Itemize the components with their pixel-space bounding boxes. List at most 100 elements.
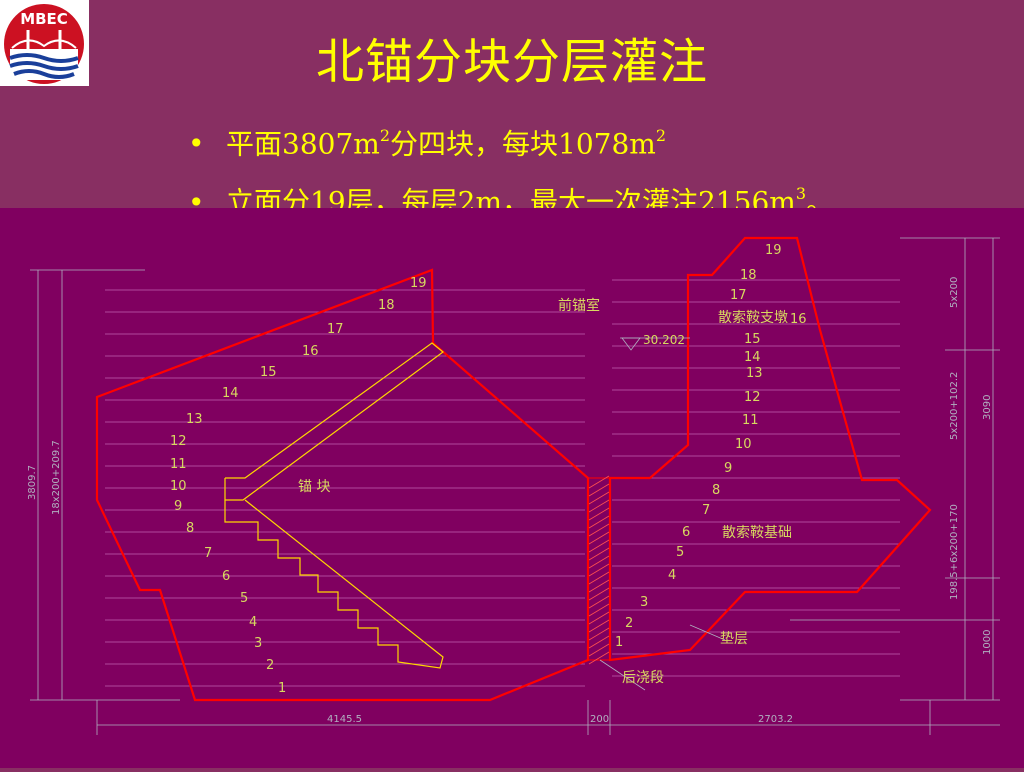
hatch-line bbox=[588, 643, 610, 657]
label-saddle-base: 散索鞍基础 bbox=[722, 524, 792, 541]
right-layer-number: 16 bbox=[790, 312, 807, 327]
hatch-line bbox=[588, 627, 610, 641]
left-layer-number: 8 bbox=[186, 521, 194, 536]
logo-emblem-icon: MBEC bbox=[4, 4, 84, 84]
right-layer-number: 6 bbox=[682, 525, 690, 540]
hatch-line bbox=[588, 571, 610, 585]
dim-right-upper: 5x200+102.2 bbox=[949, 372, 960, 440]
bullet-dot: • bbox=[188, 127, 205, 161]
left-layer-number: 11 bbox=[170, 457, 187, 472]
dimension-lines bbox=[30, 237, 1000, 735]
right-layer-number: 11 bbox=[742, 413, 759, 428]
hatch-line bbox=[588, 579, 610, 593]
right-layer-number: 18 bbox=[740, 268, 757, 283]
right-layer-number: 1 bbox=[615, 635, 623, 650]
hatch-line bbox=[588, 547, 610, 561]
logo-text: MBEC bbox=[20, 10, 68, 28]
hatch-line bbox=[588, 563, 610, 577]
right-layer-number: 9 bbox=[724, 461, 732, 476]
hatch-line bbox=[588, 611, 610, 625]
left-layer-number: 19 bbox=[410, 276, 427, 291]
hatch-line bbox=[588, 507, 610, 521]
right-layer-number: 13 bbox=[746, 366, 763, 381]
saddle-outline bbox=[608, 236, 932, 662]
hatch-line bbox=[588, 555, 610, 569]
bullet-text-mid: 分四块，每块1078m bbox=[390, 127, 656, 161]
bullet-sup: 2 bbox=[379, 126, 390, 145]
bullet-item: •平面3807m2分四块，每块1078m2 bbox=[188, 112, 834, 170]
dim-right-total: 3090 bbox=[982, 395, 993, 420]
mbec-logo: MBEC bbox=[0, 0, 89, 86]
right-layer-number: 12 bbox=[744, 390, 761, 405]
bullet-sup: 3 bbox=[795, 184, 806, 204]
right-layer-number: 14 bbox=[744, 350, 761, 365]
hatch-line bbox=[588, 491, 610, 505]
hatch-line bbox=[588, 603, 610, 617]
left-layer-number: 3 bbox=[254, 636, 262, 651]
right-layer-number: 2 bbox=[625, 616, 633, 631]
label-cushion: 垫层 bbox=[720, 631, 748, 647]
label-front-chamber: 前锚室 bbox=[558, 297, 600, 314]
right-layer-number: 19 bbox=[765, 243, 782, 258]
label-post-pour: 后浇段 bbox=[622, 670, 664, 686]
dim-left-layers: 18x200+209.7 bbox=[51, 440, 62, 515]
label-anchor-block: 锚 块 bbox=[298, 479, 330, 495]
hatch-line bbox=[588, 483, 610, 497]
left-layer-number: 2 bbox=[266, 658, 274, 673]
right-layer-number: 8 bbox=[712, 483, 720, 498]
hatch-line bbox=[588, 539, 610, 553]
label-saddle-pier: 散索鞍支墩 bbox=[718, 309, 788, 326]
slide-header: MBEC 北锚分块分层灌注 •平面3807m2分四块，每块1078m2 •立面分… bbox=[0, 0, 1024, 219]
dim-right-bottom: 1000 bbox=[982, 630, 993, 655]
hatch-line bbox=[588, 523, 610, 537]
slide-title: 北锚分块分层灌注 bbox=[315, 34, 708, 90]
left-layer-number: 14 bbox=[222, 386, 239, 401]
bullet-sup: 2 bbox=[655, 126, 666, 145]
right-layer-number: 10 bbox=[735, 437, 752, 452]
dim-bottom-left: 4145.5 bbox=[327, 714, 362, 725]
left-layer-number: 15 bbox=[260, 365, 277, 380]
label-elevation: 30.202 bbox=[643, 333, 685, 347]
hatch-line bbox=[588, 635, 610, 649]
post-pour-strip bbox=[587, 475, 611, 665]
left-layer-number: 18 bbox=[378, 298, 395, 313]
right-layer-number: 7 bbox=[702, 503, 710, 518]
left-layer-number: 7 bbox=[204, 546, 212, 561]
hatch-line bbox=[588, 499, 610, 513]
anchor-block-lines bbox=[224, 342, 444, 669]
right-layer-number: 4 bbox=[668, 568, 676, 583]
dim-left-total: 3809.7 bbox=[27, 465, 38, 500]
bullet-text-pre: 平面3807m bbox=[226, 127, 380, 161]
drawing-labels: 前锚室 锚 块 散索鞍支墩 散索鞍基础 垫层 后浇段 30.202 bbox=[298, 297, 792, 686]
hatch-line bbox=[588, 515, 610, 529]
right-layer-number: 15 bbox=[744, 332, 761, 347]
left-layer-number: 4 bbox=[249, 615, 257, 630]
right-layer-number: 5 bbox=[676, 545, 684, 560]
hatch-line bbox=[588, 651, 610, 665]
dimension-texts: 3809.7 18x200+209.7 4145.5 200 2703.2 5x… bbox=[27, 277, 993, 725]
right-layer-number: 17 bbox=[730, 288, 747, 303]
dim-right-lower: 198.5+6x200+170 bbox=[949, 504, 960, 600]
dim-right-top: 5x200 bbox=[949, 277, 960, 308]
hatch-line bbox=[588, 595, 610, 609]
right-layer-number: 3 bbox=[640, 595, 648, 610]
anchor-outline bbox=[95, 268, 590, 702]
left-layer-number: 9 bbox=[174, 499, 182, 514]
dim-bottom-mid: 200 bbox=[590, 714, 609, 725]
left-layer-number: 1 bbox=[278, 681, 286, 696]
layer-lines bbox=[105, 279, 900, 687]
dim-bottom-right: 2703.2 bbox=[758, 714, 793, 725]
hatch-line bbox=[588, 475, 610, 489]
left-layer-number: 13 bbox=[186, 412, 203, 427]
hatch-line bbox=[588, 619, 610, 633]
left-layer-number: 12 bbox=[170, 434, 187, 449]
hatch-line bbox=[588, 587, 610, 601]
left-layer-number: 17 bbox=[327, 322, 344, 337]
left-layer-number: 6 bbox=[222, 569, 230, 584]
left-layer-number: 5 bbox=[240, 591, 248, 606]
left-layer-number: 10 bbox=[170, 479, 187, 494]
